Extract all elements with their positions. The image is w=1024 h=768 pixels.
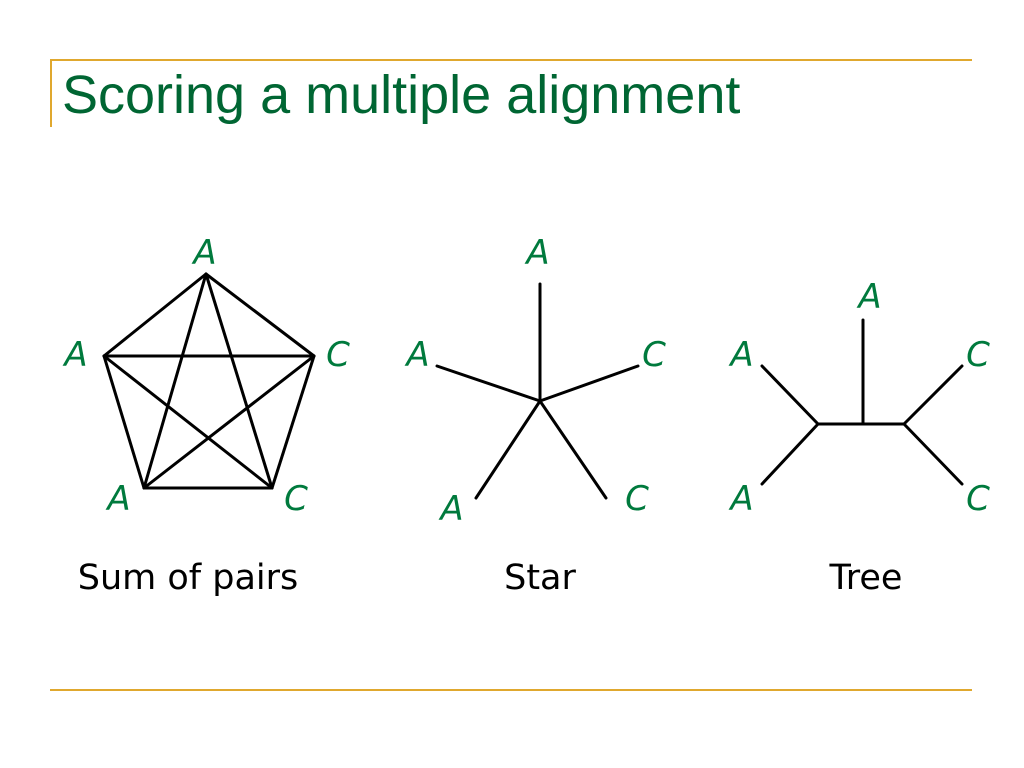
star-caption: Star [504,558,576,598]
sop-node-left: A [62,335,87,375]
star-edge [538,399,608,500]
sum-of-pairs-diagram: A A C A C Sum of pairs [62,233,350,598]
tree-edge [760,364,820,426]
tree-node-top: A [856,277,881,317]
tree-edge [902,364,964,426]
star-node-left: A [404,335,429,375]
sum-of-pairs-edges [102,272,316,490]
tree-node-lower-right: C [966,479,990,519]
sop-edge [102,354,274,490]
sum-of-pairs-caption: Sum of pairs [78,558,299,598]
title-accent-rule-top [50,59,972,61]
star-edge [538,364,640,403]
sop-node-top: A [191,233,216,273]
tree-diagram: A A C A C Tree [728,277,990,598]
sop-node-bottom-right: C [284,479,308,519]
sop-edge [270,354,316,490]
tree-edge [902,422,964,486]
star-node-right: C [642,335,666,375]
star-node-bottom-left: A [438,489,463,529]
tree-node-lower-left: A [728,479,753,519]
sop-edge [142,272,208,490]
tree-edge [760,422,820,486]
sop-edge [204,272,274,490]
sop-edge [102,272,208,358]
sop-node-bottom-left: A [105,479,130,519]
footer-accent-rule [50,689,972,691]
tree-edges [760,318,964,486]
star-edge [435,364,542,403]
title-accent-rule-left [50,59,52,127]
sop-edge [204,272,316,358]
sop-edge [102,354,146,490]
star-node-bottom-right: C [625,479,649,519]
slide-title: Scoring a multiple alignment [62,65,741,125]
star-edges [435,282,640,500]
sop-edge [142,354,316,490]
star-node-top: A [524,233,549,273]
sop-node-right: C [326,335,350,375]
star-edge [474,399,542,500]
tree-node-upper-left: A [728,335,753,375]
tree-node-upper-right: C [966,335,990,375]
tree-caption: Tree [829,558,903,598]
star-diagram: A A C A C Star [404,233,666,598]
